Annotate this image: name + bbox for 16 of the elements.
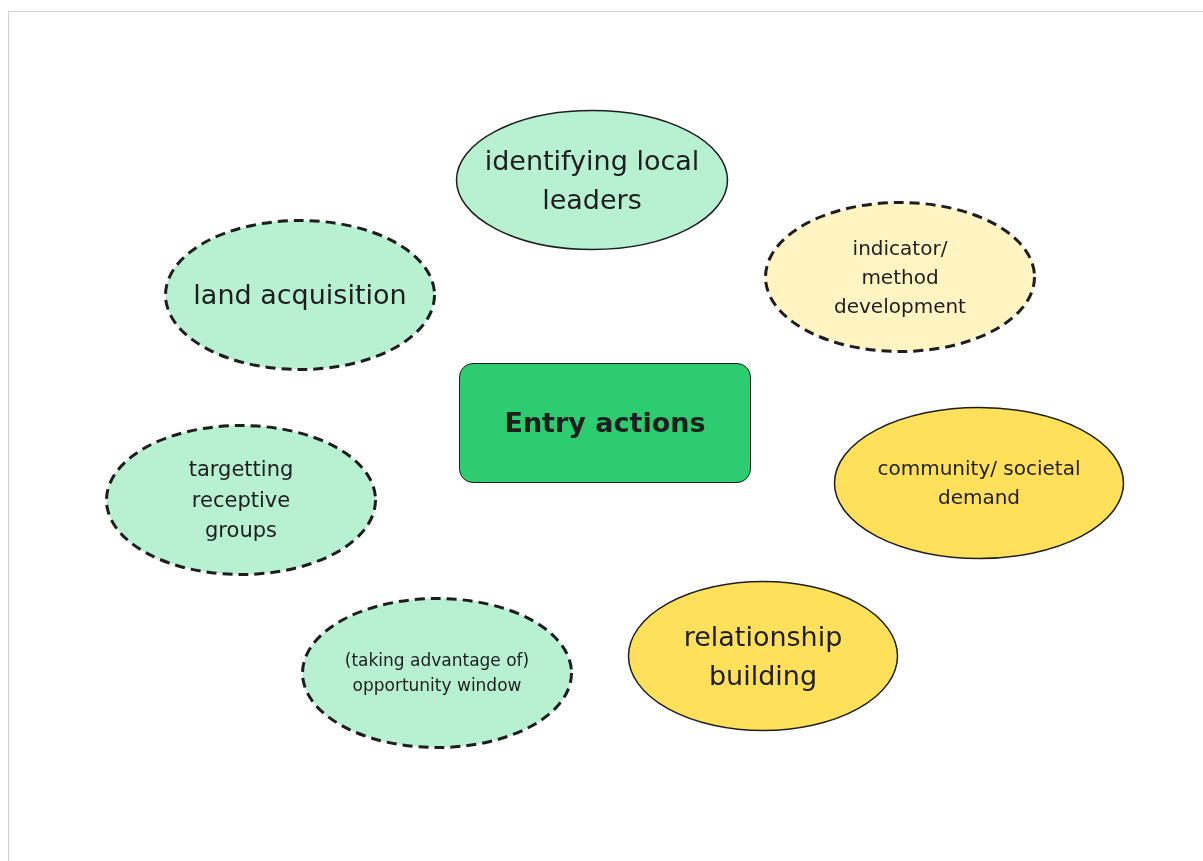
idea-ellipse xyxy=(164,219,436,371)
idea-ellipse xyxy=(764,201,1036,353)
node-label: community/ societal demand xyxy=(876,455,1082,511)
idea-ellipse xyxy=(455,109,729,251)
idea-ellipse xyxy=(105,424,377,576)
node-label: indicator/ method development xyxy=(833,234,967,320)
idea-ellipse xyxy=(627,580,899,732)
node-label: relationship building xyxy=(682,619,844,693)
node-label: Entry actions xyxy=(503,406,707,441)
idea-ellipse xyxy=(301,597,573,749)
idea-ellipse xyxy=(833,406,1125,560)
action-box xyxy=(459,363,751,483)
node-label: targetting receptive groups xyxy=(187,456,295,545)
node-label: land acquisition xyxy=(192,278,408,313)
node-label: (taking advantage of) opportunity window xyxy=(343,649,531,697)
node-label: identifying local leaders xyxy=(483,143,701,217)
